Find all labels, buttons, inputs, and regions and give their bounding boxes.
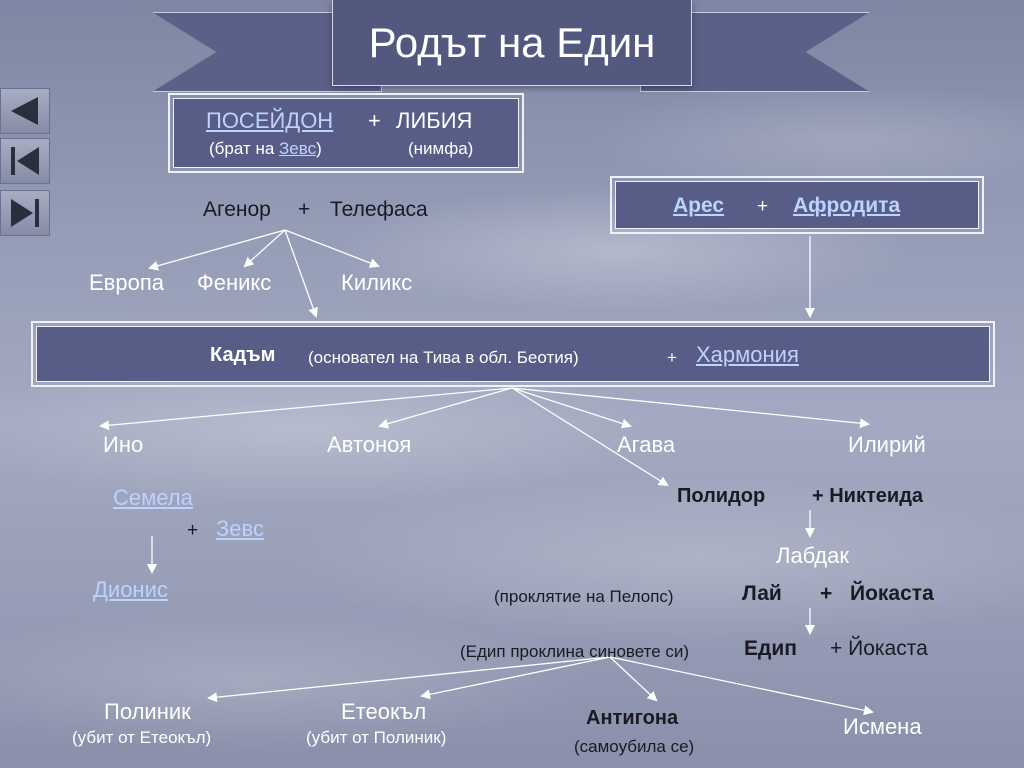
last-slide-button[interactable] bbox=[0, 190, 50, 236]
nykteis-label: + Никтеида bbox=[812, 485, 924, 507]
skip-back-icon bbox=[11, 147, 39, 175]
agave-label: Агава bbox=[617, 432, 676, 457]
labdakos-label: Лабдак bbox=[776, 543, 849, 568]
ares-link[interactable]: Арес bbox=[673, 194, 725, 217]
telephassa-label: Телефаса bbox=[330, 198, 428, 221]
page-title: Родът на Един bbox=[368, 18, 656, 66]
kadmos-to-polydoros-arrow bbox=[511, 387, 669, 487]
kadmos-plus: + bbox=[667, 348, 677, 367]
polydoros-label: Полидор bbox=[677, 485, 766, 507]
oedipus-jocasta-label: + Йокаста bbox=[830, 637, 928, 660]
aphrodite-link[interactable]: Афродита bbox=[793, 194, 901, 217]
agenor-to-europa-arrow bbox=[148, 229, 286, 271]
laios-plus: + bbox=[820, 582, 833, 605]
oedipus-to-eteocles-arrow bbox=[420, 656, 611, 700]
polynices-note: (убит от Етеокъл) bbox=[72, 728, 212, 747]
kadmos-to-illyrius-arrow bbox=[511, 387, 870, 429]
polynices-label: Полиник bbox=[104, 699, 191, 724]
ino-label: Ино bbox=[103, 432, 144, 457]
eteocles-note: (убит от Полиник) bbox=[306, 728, 447, 747]
agenor-to-kilix-arrow bbox=[284, 229, 380, 268]
zeus-link-small[interactable]: Зевс bbox=[279, 139, 317, 158]
oedipus-to-ismene-arrow bbox=[609, 656, 874, 716]
semele-plus: + bbox=[187, 520, 199, 541]
laios-label: Лай bbox=[742, 582, 782, 605]
oedipus-to-polynices-arrow bbox=[207, 656, 611, 703]
title-banner: Родът на Един bbox=[332, 0, 692, 86]
previous-slide-button[interactable] bbox=[0, 88, 50, 134]
oedipus-to-antigone-arrow bbox=[609, 656, 658, 702]
autonoe-label: Автоноя bbox=[327, 432, 412, 457]
ares-plus: + bbox=[757, 196, 769, 217]
ares-aphrodite-box bbox=[610, 176, 984, 234]
kadmos-to-autonoe-arrow bbox=[378, 387, 513, 429]
kadmos-label: Кадъм bbox=[210, 344, 276, 366]
kadmos-note: (основател на Тива в обл. Беотия) bbox=[308, 348, 579, 367]
dionysus-link[interactable]: Дионис bbox=[93, 577, 168, 602]
oedipus-label: Едип bbox=[744, 637, 797, 660]
agenor-to-kadmos-arrow bbox=[284, 229, 318, 318]
kadmos-box bbox=[31, 321, 995, 387]
harmonia-link[interactable]: Хармония bbox=[696, 342, 799, 367]
libya-note: (нимфа) bbox=[408, 139, 474, 158]
ismene-label: Исмена bbox=[843, 714, 922, 739]
zeus-link[interactable]: Зевс bbox=[216, 516, 264, 541]
agenor-label: Агенор bbox=[203, 198, 271, 221]
poseidon-libya-box bbox=[168, 93, 524, 173]
poseidon-plus: + bbox=[368, 108, 381, 133]
libya-label: ЛИБИЯ bbox=[396, 108, 473, 133]
poseidon-link[interactable]: ПОСЕЙДОН bbox=[206, 108, 334, 133]
agenor-to-phoenix-arrow bbox=[243, 229, 286, 268]
triangle-left-icon bbox=[11, 97, 38, 125]
skip-forward-icon bbox=[11, 199, 39, 227]
first-slide-button[interactable] bbox=[0, 138, 50, 184]
europa-label: Европа bbox=[89, 270, 164, 295]
eteocles-label: Етеокъл bbox=[341, 699, 427, 724]
jocasta-label: Йокаста bbox=[850, 582, 934, 605]
semele-link[interactable]: Семела bbox=[113, 485, 193, 510]
antigone-label: Антигона bbox=[586, 707, 679, 729]
illyrius-label: Илирий bbox=[848, 432, 926, 457]
phoenix-label: Феникс bbox=[197, 270, 272, 295]
agenor-plus: + bbox=[298, 198, 311, 221]
kadmos-to-agave-arrow bbox=[511, 387, 632, 429]
antigone-note: (самоубила се) bbox=[574, 737, 695, 756]
oedipus-curse-note: (Едип проклина синовете си) bbox=[460, 642, 690, 661]
kadmos-to-ino-arrow bbox=[99, 387, 513, 431]
poseidon-note: (брат на Зевс) bbox=[209, 139, 322, 158]
pelops-curse-note: (проклятие на Пелопс) bbox=[494, 587, 674, 606]
kilix-label: Киликс bbox=[341, 270, 413, 295]
